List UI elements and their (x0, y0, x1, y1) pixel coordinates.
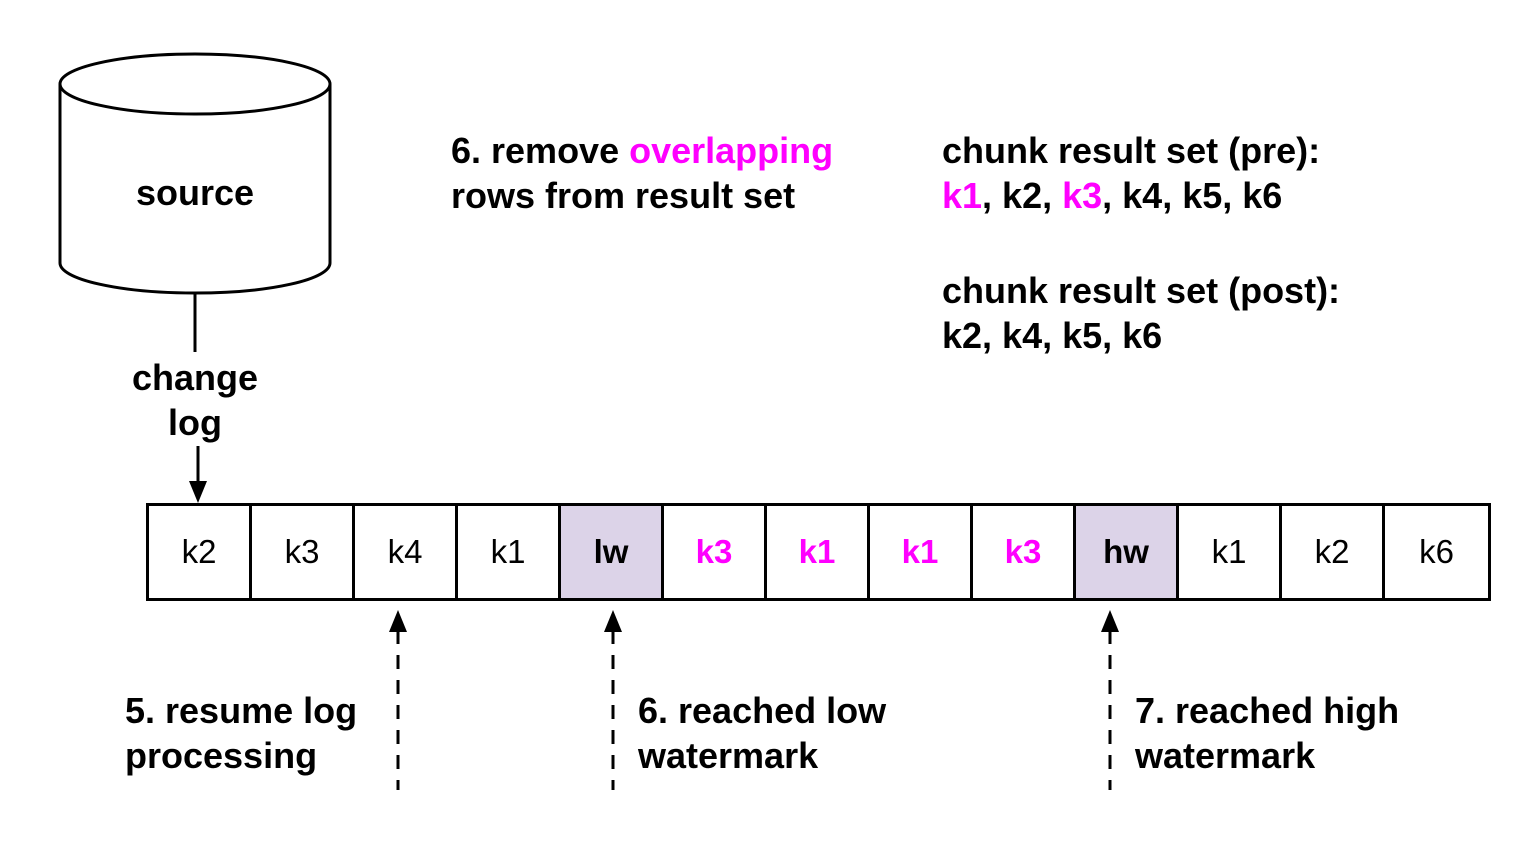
high-watermark-arrow-head-icon (1101, 610, 1119, 632)
resume-arrow-head-icon (389, 610, 407, 632)
log-cell: k3 (973, 506, 1076, 598)
change-log-line-2: log (168, 402, 222, 443)
low-watermark-arrow-head-icon (604, 610, 622, 632)
pre-result-set: chunk result set (pre): k1, k2, k3, k4, … (942, 128, 1320, 218)
log-cell: k3 (664, 506, 767, 598)
step6-remove-line-1: 6. remove overlapping (451, 128, 833, 173)
source-cylinder-top (58, 52, 332, 116)
change-log-arrow-head-icon (189, 481, 207, 503)
low-watermark-arrow (604, 610, 622, 790)
step6-low-note: 6. reached low watermark (638, 688, 886, 778)
watermark-cell: hw (1076, 506, 1179, 598)
step6-remove-note: 6. remove overlapping rows from result s… (451, 128, 833, 218)
log-cell: k1 (870, 506, 973, 598)
log-cell: k1 (767, 506, 870, 598)
log-cell: k1 (1179, 506, 1282, 598)
step5-line-1: 5. resume log (125, 690, 358, 731)
step7-high-line-1: 7. reached high (1135, 690, 1400, 731)
change-log-label: change log (95, 355, 295, 445)
step7-high-note: 7. reached high watermark (1135, 688, 1399, 778)
pre-result-set-title: chunk result set (pre): (942, 130, 1321, 171)
step5-note: 5. resume log processing (125, 688, 357, 778)
step6-remove-highlight: overlapping (629, 130, 834, 171)
change-log-line-1: change (131, 357, 259, 398)
log-cell: k4 (355, 506, 458, 598)
source-label: source (135, 172, 255, 213)
step5-line-2: processing (125, 735, 318, 776)
step7-high-line-2: watermark (1135, 735, 1316, 776)
step6-remove-prefix: 6. remove (451, 130, 630, 171)
high-watermark-arrow (1101, 610, 1119, 790)
step6-low-line-2: watermark (638, 735, 819, 776)
step6-low-line-1: 6. reached low (638, 690, 887, 731)
resume-arrow (389, 610, 407, 790)
post-result-set-title: chunk result set (post): (942, 270, 1341, 311)
watermark-cell: lw (561, 506, 664, 598)
log-cell: k1 (458, 506, 561, 598)
pre-key: k3 (1062, 175, 1103, 216)
pre-key: , k4, k5, k6 (1102, 175, 1283, 216)
pre-key: , k2, (982, 175, 1063, 216)
log-cell: k2 (149, 506, 252, 598)
pre-result-set-keys: k1, k2, k3, k4, k5, k6 (942, 173, 1320, 218)
log-cell: k6 (1419, 533, 1454, 570)
step6-remove-line-2: rows from result set (451, 175, 796, 216)
log-cell: k2 (1282, 506, 1385, 598)
post-result-set: chunk result set (post): k2, k4, k5, k6 (942, 268, 1340, 358)
post-result-set-keys: k2, k4, k5, k6 (942, 315, 1163, 356)
pre-key: k1 (942, 175, 983, 216)
log-cell: k3 (252, 506, 355, 598)
